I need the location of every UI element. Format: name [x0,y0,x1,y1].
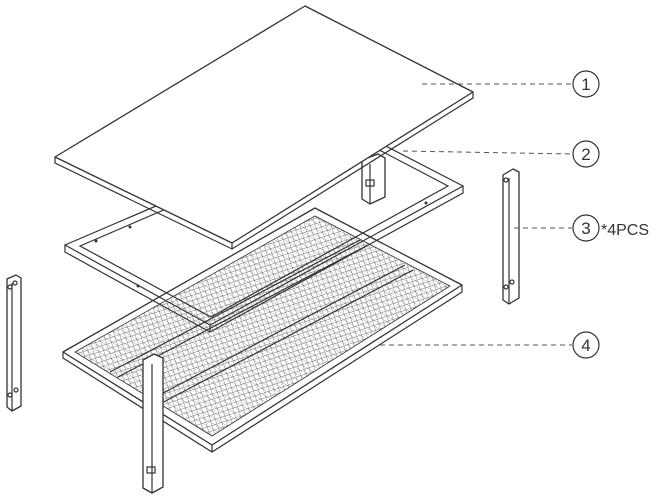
mesh-rail-front [149,264,406,401]
callout-1: 1 [572,70,600,98]
mesh-shelf [62,207,463,453]
leg-right [502,168,520,305]
callout-1-number: 1 [581,75,590,94]
callout-2: 2 [572,140,600,168]
callout-2-number: 2 [581,145,590,164]
callout-3-quantity: *4PCS [601,222,649,239]
callout-4-number: 4 [581,336,590,355]
table-top [54,5,474,250]
leader-2 [402,150,573,155]
mesh-rail-back [109,239,361,373]
leg-front [142,353,164,494]
callout-3-number: 3 [581,219,590,238]
leg-left [6,274,22,412]
callout-3: 3 *4PCS [572,214,649,242]
leg-back-center [361,153,386,205]
callout-4: 4 [572,331,600,359]
